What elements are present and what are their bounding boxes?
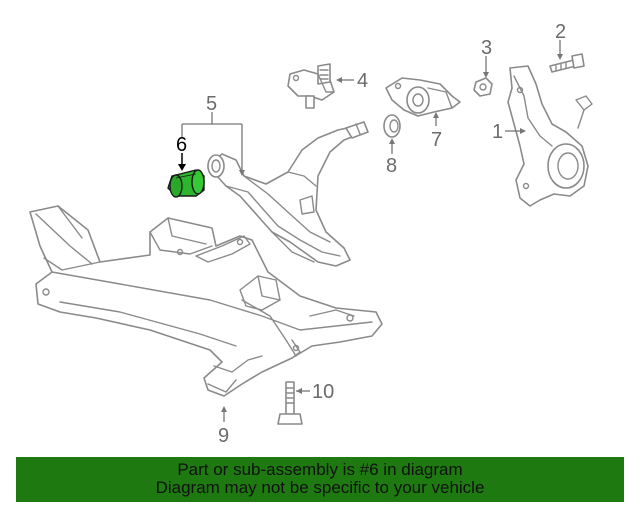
callout-2: 2 (555, 21, 566, 43)
callout-6: 6 (176, 134, 187, 156)
callout-3: 3 (481, 37, 492, 59)
callout-10: 10 (312, 381, 334, 403)
callout-7: 7 (431, 129, 442, 151)
nut-part-3[interactable] (473, 77, 493, 97)
banner-line-2: Diagram may not be specific to your vehi… (155, 478, 485, 497)
leader-lines (178, 40, 563, 422)
callout-4: 4 (357, 70, 368, 92)
info-banner: Part or sub-assembly is #6 in diagram Di… (16, 457, 624, 502)
callout-8: 8 (386, 155, 397, 177)
steering-knuckle-part-1[interactable] (507, 65, 593, 207)
washer-part-8[interactable] (383, 114, 401, 138)
bolt-part-2[interactable] (549, 53, 585, 73)
callout-1: 1 (492, 121, 503, 143)
bushing-bracket-part-7[interactable] (385, 77, 461, 117)
bushing-part-6[interactable] (167, 169, 205, 198)
callout-5: 5 (206, 93, 217, 115)
callout-labels: 1 2 3 4 5 6 7 8 9 10 (176, 21, 566, 447)
ball-joint-part-4[interactable] (287, 63, 335, 109)
lower-control-arm-part-5[interactable] (207, 121, 369, 267)
bolt-part-10[interactable] (277, 381, 303, 425)
banner-line-1: Part or sub-assembly is #6 in diagram (177, 460, 463, 479)
callout-9: 9 (218, 425, 229, 447)
crossmember-part-9[interactable] (29, 205, 383, 397)
